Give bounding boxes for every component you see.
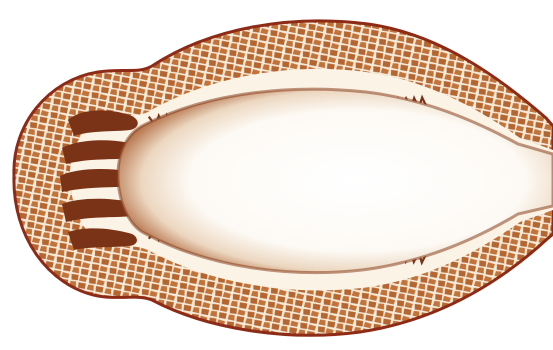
organ-cross-section: [0, 0, 553, 350]
diagram-canvas: [0, 0, 553, 350]
